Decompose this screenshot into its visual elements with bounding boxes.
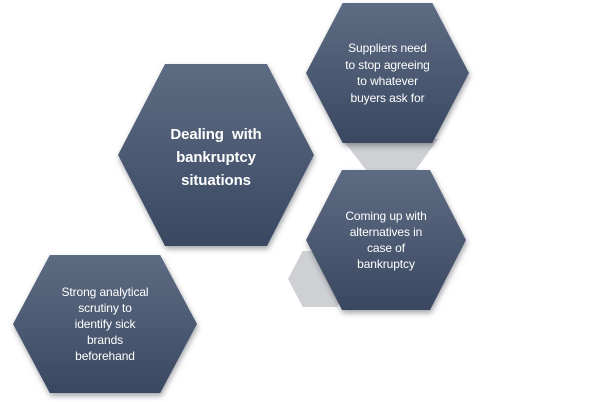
hexagon-alternatives-label: Coming up with alternatives in case of b… xyxy=(345,209,427,271)
hexagon-suppliers-node: Suppliers need to stop agreeing to whate… xyxy=(306,3,469,143)
hexagon-scrutiny-label: Strong analytical scrutiny to identify s… xyxy=(61,285,149,363)
hexagon-shape: Dealing with bankruptcy situations xyxy=(118,64,314,246)
hexagon-main-label: Dealing with bankruptcy situations xyxy=(170,126,262,189)
hexagon-scrutiny-node: Strong analytical scrutiny to identify s… xyxy=(13,255,197,393)
gray-funnel-connector xyxy=(342,139,438,171)
hexagon-suppliers-label: Suppliers need to stop agreeing to whate… xyxy=(345,41,430,105)
hexagon-shape: Coming up with alternatives in case of b… xyxy=(306,170,466,310)
hexagon-main-node: Dealing with bankruptcy situations xyxy=(118,64,314,246)
hexagon-shape: Suppliers need to stop agreeing to whate… xyxy=(306,3,469,143)
hexagon-shape: Strong analytical scrutiny to identify s… xyxy=(13,255,197,393)
hexagon-alternatives-node: Coming up with alternatives in case of b… xyxy=(306,170,466,310)
